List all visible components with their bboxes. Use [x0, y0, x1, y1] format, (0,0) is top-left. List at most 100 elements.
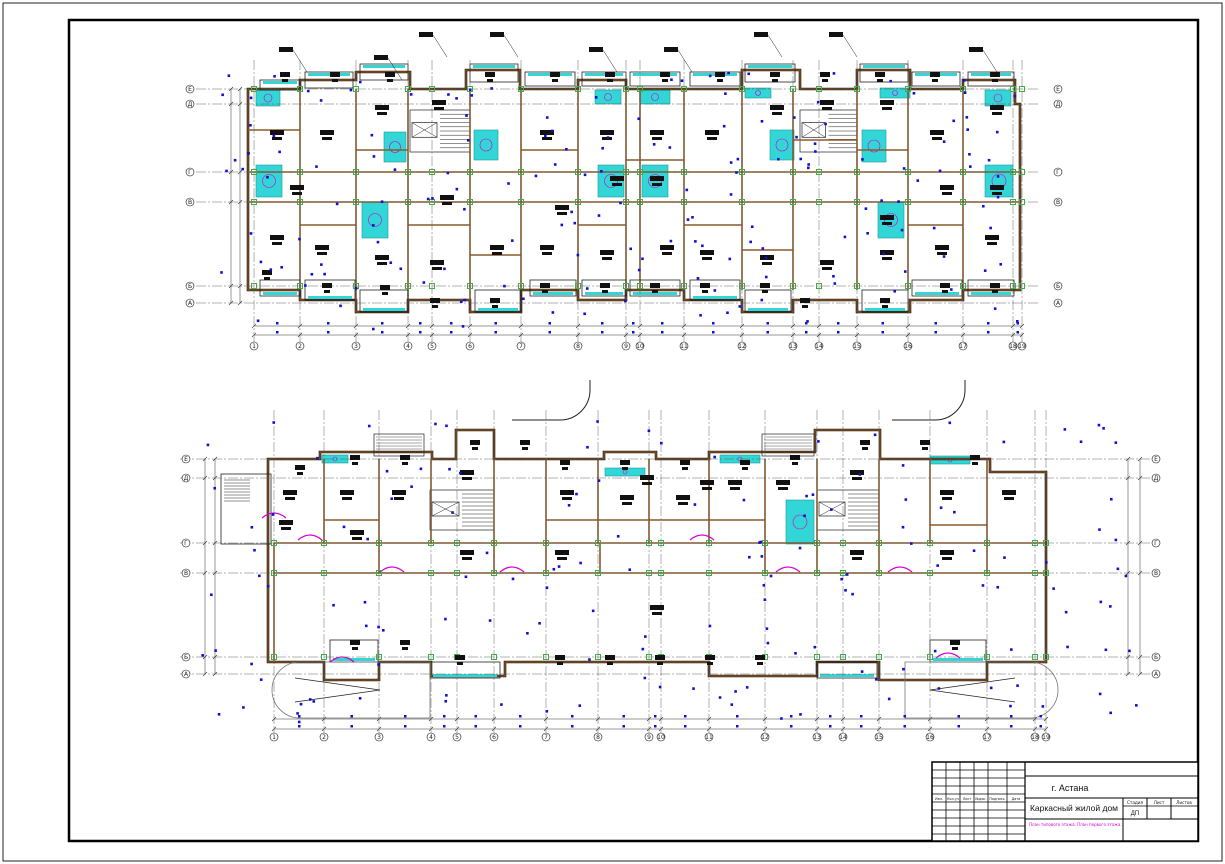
room-tag	[262, 270, 272, 275]
dimension-value	[548, 322, 551, 325]
elevation-mark	[399, 267, 403, 271]
elevation-mark	[393, 168, 397, 171]
column-marker	[854, 86, 860, 92]
dimension-value	[987, 322, 990, 325]
dimension-value	[350, 725, 353, 728]
elevation-mark	[981, 204, 985, 208]
dimension-value	[860, 725, 863, 728]
callout-leader	[292, 49, 308, 73]
room-area-tag	[352, 462, 358, 465]
column-marker	[1019, 283, 1025, 289]
elevation-mark	[1098, 692, 1102, 696]
elevation-mark	[464, 575, 468, 579]
room-tag	[655, 655, 665, 660]
elevation-mark	[444, 699, 448, 703]
room-tag	[315, 245, 329, 250]
column-marker	[681, 169, 687, 175]
column-marker	[960, 199, 966, 205]
elevation-mark	[278, 150, 281, 154]
column-marker	[491, 654, 497, 660]
axis-label: Д	[184, 475, 189, 482]
room-tag	[555, 550, 569, 555]
room-tag	[860, 440, 870, 445]
callout-leader	[602, 49, 618, 73]
axis-label: А	[188, 300, 193, 307]
dimension-value	[766, 331, 769, 334]
elevation-mark	[381, 629, 385, 632]
axis-bubble	[185, 84, 195, 94]
axis-label: 8	[596, 734, 600, 741]
elevation-mark	[434, 422, 437, 426]
room-tag	[705, 655, 715, 660]
axis-bubble	[181, 669, 191, 679]
axis-label: 4	[406, 343, 410, 350]
dimension-value	[661, 322, 664, 325]
dimension-value	[276, 331, 279, 334]
column-marker	[816, 86, 822, 92]
room-tag	[600, 250, 614, 255]
column-marker	[297, 283, 303, 289]
elevation-mark	[909, 542, 913, 545]
room-tag	[432, 100, 446, 105]
room-tag	[770, 105, 784, 110]
callout-tag	[969, 47, 983, 52]
dimension-tick	[840, 726, 846, 732]
room-area-tag	[882, 107, 892, 110]
elevation-mark	[1079, 440, 1083, 444]
room-area-tag	[742, 467, 748, 470]
elevation-mark	[799, 713, 802, 716]
fixture-symbol	[651, 93, 659, 101]
elevation-mark	[410, 485, 413, 488]
bottom-plan-rooms	[321, 454, 971, 545]
dimension-value	[622, 725, 625, 728]
elevation-mark	[606, 136, 610, 139]
bottom-plan-walls	[220, 380, 1059, 719]
axis-label: 18	[1031, 734, 1039, 741]
room-area-tag	[542, 252, 552, 255]
elevation-mark	[597, 214, 601, 217]
elevation-mark	[272, 421, 276, 424]
dimension-value	[571, 725, 574, 728]
axis-bubble	[185, 298, 195, 308]
elevation-mark	[297, 720, 301, 724]
dimension-value	[519, 725, 522, 728]
column-marker	[405, 86, 411, 92]
room-area-tag	[772, 79, 778, 82]
elevation-mark	[250, 662, 253, 666]
axis-label: 2	[298, 343, 302, 350]
axis-bubble	[656, 732, 666, 742]
elevation-mark	[389, 261, 393, 265]
dimension-value	[419, 331, 422, 334]
dimension-value	[805, 322, 808, 325]
fixture-symbol	[389, 141, 401, 153]
room-area-tag	[922, 447, 928, 450]
elevation-mark	[253, 548, 256, 552]
room-area-tag	[662, 79, 668, 82]
elevation-mark	[358, 80, 362, 84]
column-marker	[960, 169, 966, 175]
room-area-tag	[602, 257, 612, 260]
room-area-tag	[852, 557, 862, 560]
title-column-header: №док.	[975, 797, 986, 801]
column-marker	[637, 283, 643, 289]
room-tag	[820, 260, 834, 265]
column-marker	[429, 169, 435, 175]
dimension-value	[327, 331, 330, 334]
axis-bubble	[249, 341, 259, 351]
elevation-mark	[953, 510, 956, 514]
elevation-mark	[372, 155, 376, 158]
callout-tag	[374, 55, 388, 60]
column-marker	[429, 86, 435, 92]
callout-tag	[664, 47, 678, 52]
dimension-value	[298, 715, 301, 718]
room-area-tag	[282, 79, 288, 82]
room-area-tag	[522, 447, 528, 450]
room-tag	[283, 490, 297, 495]
elevation-mark	[728, 257, 732, 261]
axis-label: Г	[1154, 540, 1158, 547]
dimension-tick	[984, 726, 990, 732]
callout-tag	[419, 32, 433, 37]
column-marker	[876, 654, 882, 660]
room-tag	[640, 475, 654, 480]
